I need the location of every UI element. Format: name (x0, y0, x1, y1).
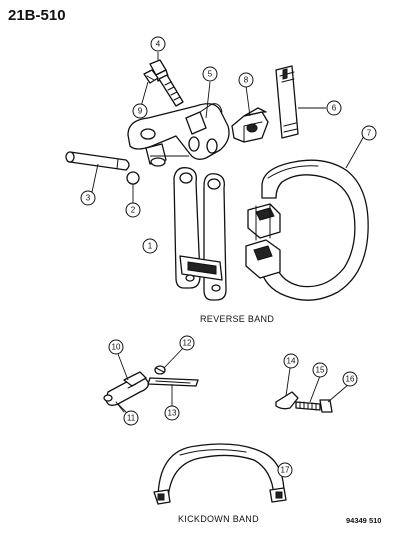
svg-text:14: 14 (287, 357, 296, 366)
part-16-nut (319, 399, 333, 413)
callout-7: 7 (361, 125, 377, 141)
kickdown-band-caption: KICKDOWN BAND (178, 514, 259, 524)
part-2-ring (126, 171, 140, 185)
svg-text:13: 13 (168, 409, 177, 418)
part-11-clip (115, 401, 125, 413)
callout-2: 2 (125, 202, 141, 218)
svg-text:2: 2 (131, 206, 136, 215)
part-7-reverse-band (245, 159, 369, 301)
svg-text:1: 1 (148, 242, 153, 251)
page-reference: 21B-510 (8, 7, 66, 24)
callout-16: 16 (342, 371, 358, 387)
svg-text:7: 7 (367, 129, 372, 138)
svg-text:17: 17 (281, 466, 290, 475)
callout-8: 8 (238, 72, 254, 88)
figure-number: 94349 510 (346, 516, 381, 525)
svg-text:8: 8 (244, 76, 249, 85)
part-9-nut (143, 69, 159, 84)
part-15-screw (295, 401, 321, 411)
callout-14: 14 (283, 353, 299, 369)
leader-lines (91, 52, 365, 471)
part-3-pin (65, 151, 130, 171)
svg-text:12: 12 (183, 339, 192, 348)
callout-6: 6 (326, 100, 342, 116)
part-13-strut (147, 377, 199, 387)
svg-text:15: 15 (316, 366, 325, 375)
svg-text:9: 9 (138, 107, 143, 116)
callout-3: 3 (80, 190, 96, 206)
svg-text:4: 4 (156, 40, 161, 49)
part-14-lever (275, 391, 299, 410)
part-1-link (173, 167, 227, 301)
callout-5: 5 (202, 66, 218, 82)
callout-15: 15 (312, 362, 328, 378)
part-12-pin (154, 365, 166, 375)
callout-12: 12 (179, 335, 195, 351)
part-10-lever (103, 371, 149, 406)
callout-13: 13 (164, 405, 180, 421)
reverse-band-caption: REVERSE BAND (200, 314, 274, 324)
part-17-kickdown-band (153, 443, 287, 505)
svg-text:3: 3 (86, 194, 91, 203)
part-6-strap (275, 65, 299, 139)
part-5-lever (127, 103, 230, 167)
callout-9: 9 (132, 103, 148, 119)
svg-text:16: 16 (346, 375, 355, 384)
callout-10: 10 (108, 339, 124, 355)
callout-11: 11 (123, 410, 139, 426)
svg-text:11: 11 (127, 414, 136, 423)
callout-4: 4 (150, 36, 166, 52)
part-4-bolt (149, 59, 184, 107)
part-8-anchor (231, 107, 269, 143)
callout-17: 17 (277, 462, 293, 478)
svg-text:5: 5 (208, 70, 213, 79)
svg-text:6: 6 (332, 104, 337, 113)
svg-text:10: 10 (112, 343, 121, 352)
callout-1: 1 (142, 238, 158, 254)
